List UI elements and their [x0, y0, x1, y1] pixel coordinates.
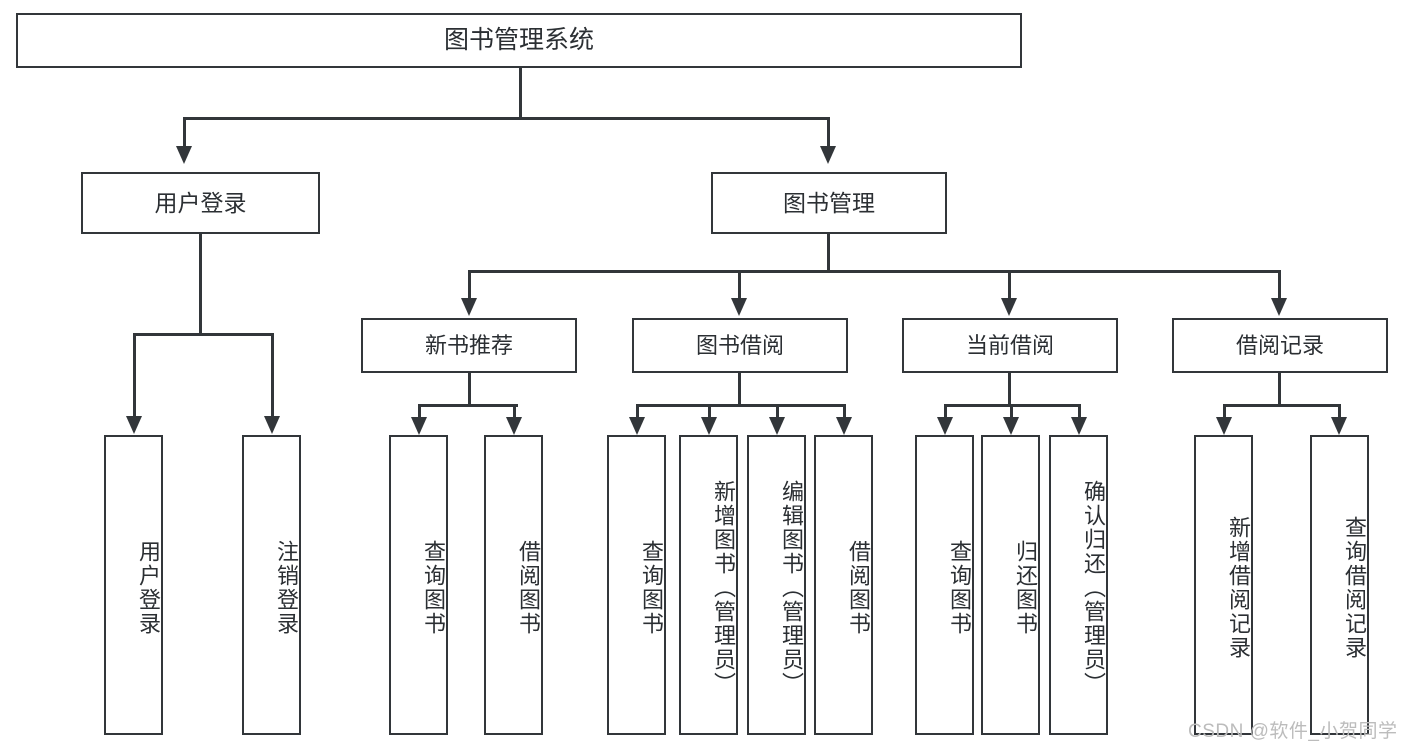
- node-label: 图书借阅: [695, 332, 784, 358]
- connector-leg-new-book: [468, 270, 471, 298]
- arrowhead-nb-borrow: [506, 417, 522, 435]
- node-label: 借阅记录: [1235, 332, 1324, 358]
- leaf-label: 查询图书: [639, 540, 664, 636]
- leaf-query-book-current[interactable]: 查询图书: [915, 435, 974, 735]
- node-book-borrow[interactable]: 图书借阅: [632, 318, 848, 373]
- node-book-management[interactable]: 图书管理: [711, 172, 947, 234]
- leaf-label: 归还图书: [1013, 540, 1038, 636]
- connector-level2-bar: [183, 117, 830, 120]
- leaf-label: 用户登录: [136, 540, 161, 636]
- node-root-library-system[interactable]: 图书管理系统: [16, 13, 1022, 68]
- arrowhead-user-login: [176, 146, 192, 164]
- connector-leg-leaf-user-login: [133, 333, 136, 416]
- connector-leg-book-manage: [827, 117, 830, 146]
- csdn-watermark: CSDN @软件_小贺同学: [1188, 721, 1398, 742]
- connector-new-book-bar: [418, 404, 518, 407]
- leaf-label: 确认归还（管理员）: [1081, 480, 1106, 696]
- leaf-query-borrow-record[interactable]: 查询借阅记录: [1310, 435, 1369, 735]
- arrowhead-leaf-user-login: [126, 416, 142, 434]
- arrowhead-br-add: [1216, 417, 1232, 435]
- connector-book-manage-stem: [827, 234, 830, 272]
- node-current-borrow[interactable]: 当前借阅: [902, 318, 1118, 373]
- arrowhead-bb-add: [701, 417, 717, 435]
- arrowhead-new-book: [461, 298, 477, 316]
- leaf-query-book-recommend[interactable]: 查询图书: [389, 435, 448, 735]
- arrowhead-bb-edit: [769, 417, 785, 435]
- leaf-confirm-return-admin[interactable]: 确认归还（管理员）: [1049, 435, 1108, 735]
- leaf-label: 查询图书: [421, 540, 446, 636]
- connector-leg-bb-edit: [776, 404, 779, 417]
- leaf-logout[interactable]: 注销登录: [242, 435, 301, 735]
- leaf-edit-book-admin[interactable]: 编辑图书（管理员）: [747, 435, 806, 735]
- connector-leg-cb-query: [944, 404, 947, 417]
- leaf-label: 注销登录: [274, 540, 299, 636]
- connector-leg-nb-query: [418, 404, 421, 417]
- connector-leg-br-query: [1338, 404, 1341, 417]
- leaf-label: 查询借阅记录: [1342, 516, 1367, 660]
- leaf-borrow-book[interactable]: 借阅图书: [814, 435, 873, 735]
- connector-borrow-record-bar: [1223, 404, 1340, 407]
- connector-user-login-stem: [199, 234, 202, 335]
- connector-user-login-bar: [133, 333, 273, 336]
- leaf-add-borrow-record[interactable]: 新增借阅记录: [1194, 435, 1253, 735]
- leaf-label: 查询图书: [947, 540, 972, 636]
- leaf-borrow-book-recommend[interactable]: 借阅图书: [484, 435, 543, 735]
- connector-book-borrow-bar: [636, 404, 844, 407]
- connector-leg-current-borrow: [1008, 270, 1011, 298]
- arrowhead-br-query: [1331, 417, 1347, 435]
- node-user-login[interactable]: 用户登录: [81, 172, 320, 234]
- leaf-label: 借阅图书: [516, 540, 541, 636]
- connector-leg-br-add: [1223, 404, 1226, 417]
- leaf-user-login[interactable]: 用户登录: [104, 435, 163, 735]
- connector-level3-bar: [468, 270, 1278, 273]
- connector-leg-book-borrow: [738, 270, 741, 298]
- connector-leg-borrow-record: [1278, 270, 1281, 298]
- arrowhead-book-manage: [820, 146, 836, 164]
- leaf-label: 编辑图书（管理员）: [779, 480, 804, 696]
- connector-leg-bb-add: [708, 404, 711, 417]
- connector-new-book-stem: [468, 373, 471, 406]
- connector-leg-user-login: [183, 117, 186, 146]
- arrowhead-borrow-record: [1271, 298, 1287, 316]
- node-label: 当前借阅: [965, 332, 1054, 358]
- connector-leg-cb-confirm: [1078, 404, 1081, 417]
- connector-current-borrow-stem: [1008, 373, 1011, 406]
- node-label: 图书管理: [783, 189, 875, 216]
- arrowhead-cb-return: [1003, 417, 1019, 435]
- arrowhead-book-borrow: [731, 298, 747, 316]
- arrowhead-cb-confirm: [1071, 417, 1087, 435]
- arrowhead-bb-borrow: [836, 417, 852, 435]
- leaf-query-book-borrow[interactable]: 查询图书: [607, 435, 666, 735]
- arrowhead-current-borrow: [1001, 298, 1017, 316]
- node-label: 用户登录: [154, 189, 247, 216]
- leaf-label: 借阅图书: [846, 540, 871, 636]
- connector-book-borrow-stem: [738, 373, 741, 406]
- connector-borrow-record-stem: [1278, 373, 1281, 406]
- arrowhead-nb-query: [411, 417, 427, 435]
- connector-leg-bb-query: [636, 404, 639, 417]
- node-new-book-recommend[interactable]: 新书推荐: [361, 318, 577, 373]
- connector-root-stem: [519, 68, 522, 119]
- arrowhead-bb-query: [629, 417, 645, 435]
- node-label: 新书推荐: [424, 332, 513, 358]
- node-borrow-record[interactable]: 借阅记录: [1172, 318, 1388, 373]
- node-label: 图书管理系统: [443, 26, 594, 55]
- leaf-return-book[interactable]: 归还图书: [981, 435, 1040, 735]
- connector-leg-nb-borrow: [513, 404, 516, 417]
- leaf-label: 新增图书（管理员）: [711, 480, 736, 696]
- connector-leg-cb-return: [1010, 404, 1013, 417]
- connector-leg-leaf-logout: [271, 333, 274, 416]
- connector-leg-bb-borrow: [843, 404, 846, 417]
- arrowhead-leaf-logout: [264, 416, 280, 434]
- leaf-label: 新增借阅记录: [1226, 516, 1251, 660]
- arrowhead-cb-query: [937, 417, 953, 435]
- leaf-add-book-admin[interactable]: 新增图书（管理员）: [679, 435, 738, 735]
